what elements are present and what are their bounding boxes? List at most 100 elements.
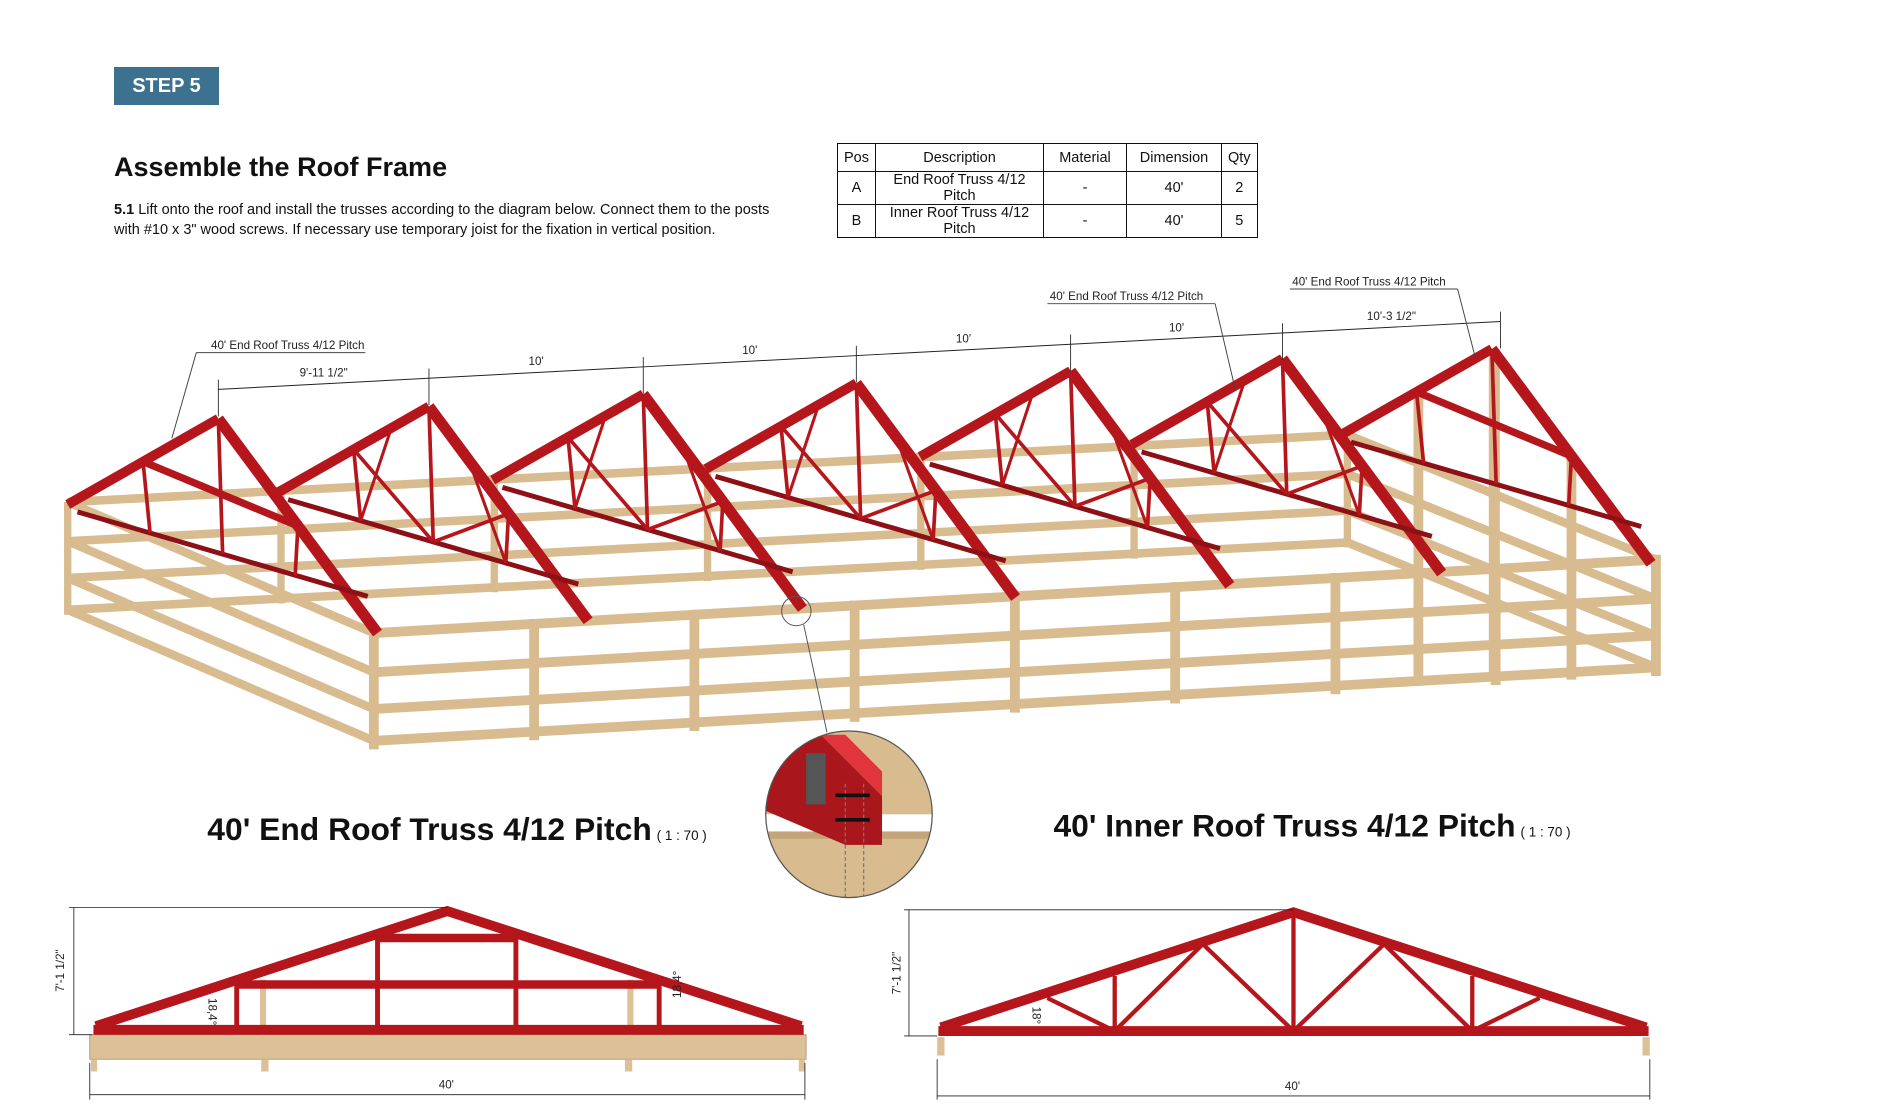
vertical-web bbox=[1000, 391, 1035, 486]
left-wall-rail bbox=[66, 574, 376, 713]
roof-truss bbox=[1338, 344, 1656, 567]
step-badge: STEP 5 bbox=[114, 67, 219, 105]
callout-label: 40' End Roof Truss 4/12 Pitch bbox=[1292, 275, 1445, 288]
roof-truss bbox=[703, 379, 1020, 601]
cell: 5 bbox=[1221, 204, 1258, 238]
web bbox=[432, 511, 510, 544]
left-wall-rail bbox=[66, 537, 376, 677]
web bbox=[566, 435, 649, 531]
left-wall-rail bbox=[66, 605, 376, 745]
king-post bbox=[427, 406, 436, 542]
vertical-web bbox=[573, 415, 608, 509]
cell: - bbox=[1043, 171, 1127, 205]
cell: End Roof Truss 4/12 Pitch bbox=[875, 171, 1044, 205]
vertical-web bbox=[467, 459, 508, 564]
vertical-web bbox=[1414, 391, 1426, 464]
header-qty: Qty bbox=[1221, 143, 1258, 172]
cell: 2 bbox=[1221, 171, 1258, 205]
vertical-web bbox=[293, 525, 300, 576]
inner-truss-angle: 18° bbox=[1030, 1007, 1043, 1025]
vertical-web bbox=[1108, 424, 1149, 528]
spacing-label: 10' bbox=[956, 333, 971, 346]
dimension-line bbox=[218, 320, 1501, 390]
web bbox=[351, 449, 363, 521]
parts-table: Pos Description Material Dimension Qty A… bbox=[837, 143, 1258, 238]
web bbox=[1145, 478, 1153, 528]
spacing-dimensions: 9'-11 1/2" 10' 10' 10' 10' 10'-3 1/2" bbox=[217, 310, 1501, 417]
vertical-web bbox=[1566, 456, 1574, 506]
end-truss-elevation: 7'-1 1/2" 40' 18,4° 18,4° bbox=[54, 905, 807, 1100]
cell: B bbox=[837, 204, 876, 238]
header-material: Material bbox=[1043, 143, 1127, 172]
vertical-web bbox=[681, 447, 722, 552]
page-title: Assemble the Roof Frame bbox=[114, 152, 448, 182]
web bbox=[352, 448, 435, 544]
spacing-label: 10' bbox=[529, 355, 544, 368]
web bbox=[503, 513, 511, 564]
web bbox=[646, 499, 724, 532]
title-text: 40' Inner Roof Truss 4/12 Pitch bbox=[1053, 807, 1515, 843]
web bbox=[1357, 465, 1364, 516]
web bbox=[1074, 476, 1151, 509]
spacing-label: 10' bbox=[1169, 321, 1184, 334]
end-truss-angle-left: 18,4° bbox=[206, 998, 219, 1025]
callout-right: 40' End Roof Truss 4/12 Pitch bbox=[1289, 275, 1477, 361]
web bbox=[859, 488, 937, 521]
right-wall-rail bbox=[1345, 469, 1658, 603]
spacing-label: 9'-11 1/2" bbox=[300, 366, 348, 379]
end-truss-angle-right: 18,4° bbox=[671, 971, 684, 998]
end-truss-title: 40' End Roof Truss 4/12 Pitch( 1 : 70 ) bbox=[207, 811, 706, 847]
web bbox=[993, 412, 1077, 508]
right-wall-rail bbox=[1345, 538, 1658, 672]
king-post bbox=[1068, 370, 1077, 507]
instruction-body: Lift onto the roof and install the truss… bbox=[114, 202, 770, 238]
web bbox=[1205, 401, 1217, 474]
vertical-web bbox=[359, 427, 393, 522]
cell: Inner Roof Truss 4/12 Pitch bbox=[875, 204, 1044, 238]
web bbox=[1205, 400, 1289, 496]
end-truss-height: 7'-1 1/2" bbox=[54, 949, 67, 992]
vertical-web bbox=[894, 436, 935, 541]
web bbox=[718, 501, 725, 551]
collar-tie bbox=[141, 458, 300, 530]
callout-label: 40' End Roof Truss 4/12 Pitch bbox=[211, 339, 364, 352]
web bbox=[1286, 464, 1363, 496]
king-post bbox=[1280, 358, 1289, 495]
spacing-label: 10' bbox=[742, 344, 757, 357]
vertical-web bbox=[786, 404, 821, 498]
roof-truss bbox=[490, 390, 807, 612]
king-post bbox=[854, 383, 863, 519]
cell: - bbox=[1043, 204, 1127, 238]
vertical-web bbox=[1320, 411, 1361, 516]
web bbox=[931, 490, 938, 540]
vertical-web bbox=[1490, 348, 1498, 485]
table-row: B Inner Roof Truss 4/12 Pitch - 40' 5 bbox=[837, 204, 1258, 238]
web bbox=[779, 424, 863, 520]
table-header-row: Pos Description Material Dimension Qty bbox=[837, 143, 1258, 172]
header-dimension: Dimension bbox=[1126, 143, 1222, 172]
web bbox=[566, 436, 577, 509]
spacing-label: 10'-3 1/2" bbox=[1367, 310, 1416, 323]
callout-label: 40' End Roof Truss 4/12 Pitch bbox=[1050, 290, 1203, 303]
inner-truss-height: 7'-1 1/2" bbox=[890, 952, 903, 995]
inner-truss-title: 40' Inner Roof Truss 4/12 Pitch( 1 : 70 … bbox=[1053, 807, 1570, 843]
top-chord bbox=[490, 390, 646, 485]
cell: 40' bbox=[1126, 204, 1222, 238]
king-post bbox=[641, 394, 650, 530]
title-text: 40' End Roof Truss 4/12 Pitch bbox=[207, 811, 651, 847]
callout-mid: 40' End Roof Truss 4/12 Pitch bbox=[1047, 290, 1236, 388]
vertical-web bbox=[216, 418, 225, 555]
roof-truss bbox=[917, 366, 1235, 589]
roof-truss bbox=[1129, 354, 1447, 577]
instruction-text: 5.1 Lift onto the roof and install the t… bbox=[114, 200, 794, 240]
roof-truss bbox=[65, 414, 382, 637]
vertical-web bbox=[141, 461, 152, 534]
table-row: A End Roof Truss 4/12 Pitch - 40' 2 bbox=[837, 171, 1258, 205]
roof-trusses bbox=[65, 344, 1656, 637]
inner-truss-span: 40' bbox=[1285, 1080, 1300, 1093]
web bbox=[779, 425, 790, 498]
inner-truss-elevation: 7'-1 1/2" 40' 18° bbox=[890, 907, 1651, 1100]
header-description: Description bbox=[875, 143, 1044, 172]
callout-left: 40' End Roof Truss 4/12 Pitch bbox=[171, 339, 366, 439]
